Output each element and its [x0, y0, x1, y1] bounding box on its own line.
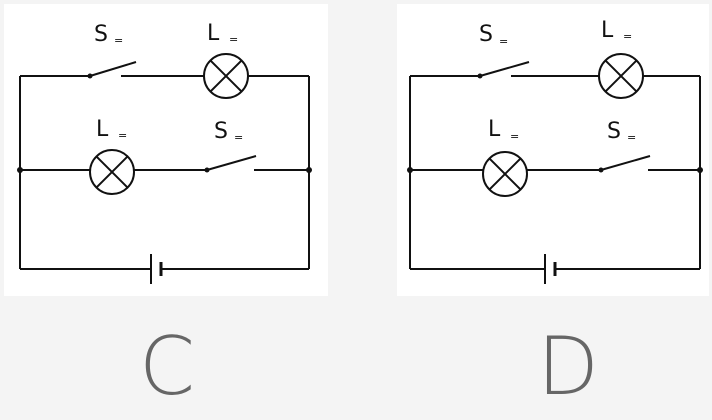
bottom-lamp-label: L — [96, 117, 109, 142]
circuit-diagram-c: S = L = L = S = — [17, 21, 312, 284]
top-lamp-subscript: = — [229, 33, 238, 46]
bottom-switch-label: S — [607, 119, 621, 144]
junction-dot — [697, 167, 703, 173]
bottom-switch-subscript: = — [627, 131, 636, 144]
option-label-c[interactable]: C — [139, 320, 195, 413]
bottom-switch-subscript: = — [234, 131, 243, 144]
lamp-symbol — [203, 53, 249, 99]
top-switch-label: S — [94, 22, 108, 47]
top-lamp-label: L — [207, 21, 220, 46]
bottom-lamp-subscript: = — [118, 129, 127, 142]
junction-dot — [306, 167, 312, 173]
junction-dot — [407, 167, 413, 173]
switch-blade — [206, 155, 257, 171]
top-switch-subscript: = — [499, 35, 508, 48]
lamp-symbol — [598, 53, 644, 99]
top-switch-subscript: = — [114, 34, 123, 47]
junction-dot — [17, 167, 23, 173]
option-label-d[interactable]: D — [537, 320, 599, 413]
bottom-switch-label: S — [214, 119, 228, 144]
circuit-panel-c: S = L = L = S = — [4, 4, 328, 296]
top-lamp-subscript: = — [623, 30, 632, 43]
battery-symbol — [544, 254, 557, 284]
top-lamp-label: L — [601, 18, 614, 43]
lamp-symbol — [89, 149, 135, 195]
circuit-diagram-d: S = L = L = S = — [407, 18, 703, 284]
battery-symbol — [150, 254, 163, 284]
bottom-lamp-subscript: = — [510, 130, 519, 143]
top-switch-label: S — [479, 22, 493, 47]
switch-blade — [89, 61, 137, 77]
circuit-panel-d: S = L = L = S = — [397, 4, 709, 296]
switch-blade — [479, 61, 530, 77]
switch-blade — [600, 155, 651, 171]
lamp-symbol — [482, 151, 528, 197]
bottom-lamp-label: L — [488, 117, 501, 142]
